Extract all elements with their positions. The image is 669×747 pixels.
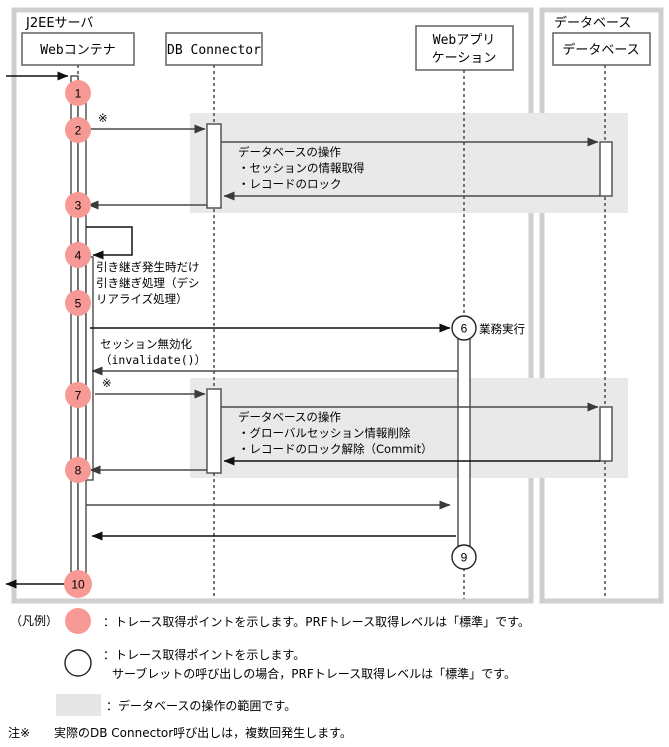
note-handover-line-3: リアライズ処理） bbox=[96, 292, 188, 306]
trace-point-3: 3 bbox=[65, 192, 91, 218]
activation-dbconnector-1 bbox=[206, 123, 222, 209]
trace-point-8-number: 8 bbox=[75, 464, 82, 478]
trace-point-4: 4 bbox=[65, 242, 91, 268]
activation-database-2 bbox=[599, 406, 613, 462]
label-business-exec: 業務実行 bbox=[479, 322, 525, 336]
activation-webcontainer-outer bbox=[70, 75, 79, 585]
note-invalidate-line-1: セッション無効化 bbox=[100, 337, 192, 351]
db-operation-1-title: データベースの操作 bbox=[238, 145, 341, 159]
trace-point-6-number: 6 bbox=[461, 322, 468, 336]
trace-point-7: 7 bbox=[65, 382, 91, 408]
trace-point-3-number: 3 bbox=[75, 199, 82, 213]
trace-point-8: 8 bbox=[65, 457, 91, 483]
db-operation-1-item-1: ・セッションの情報取得 bbox=[238, 161, 365, 175]
legend-gray-box-icon bbox=[56, 694, 101, 716]
note-handover-line-2: 引き継ぎ処理（デシ bbox=[96, 276, 200, 290]
lifeline-label-database: データベース bbox=[562, 42, 639, 58]
trace-point-2: 2 bbox=[65, 117, 91, 143]
lifeline-head-dbconnector bbox=[165, 32, 263, 66]
note-mark-step7: ※ bbox=[102, 376, 112, 390]
activation-database-1 bbox=[599, 141, 613, 197]
trace-point-10-number: 10 bbox=[71, 578, 85, 592]
note-invalidate-line-2: （invalidate()） bbox=[100, 353, 206, 367]
note-handover-line-1: 引き継ぎ発生時だけ bbox=[96, 260, 200, 274]
legend-entry-1-line-1: ：トレース取得ポイントを示します。PRFトレース取得レベルは「標準」です。 bbox=[103, 614, 530, 629]
trace-point-7-number: 7 bbox=[75, 389, 82, 403]
lifeline-label-dbconnector: DB Connector bbox=[167, 43, 261, 58]
legend-title: （凡例） bbox=[10, 614, 58, 628]
message-4-self-call bbox=[86, 226, 133, 260]
trace-point-6: 6 bbox=[451, 315, 477, 341]
frame-j2ee-server-label: J2EEサーバ bbox=[25, 16, 93, 31]
activation-webcontainer-nested bbox=[85, 256, 94, 481]
legend-entry-3-line-1: ：データベースの操作の範囲です。 bbox=[106, 698, 296, 713]
trace-point-4-number: 4 bbox=[75, 249, 82, 263]
db-operation-1-item-2: ・レコードのロック bbox=[238, 177, 342, 191]
activation-dbconnector-2 bbox=[206, 388, 222, 474]
db-operation-2-item-2: ・レコードのロック解除（Commit） bbox=[238, 442, 433, 456]
legend-footnote-text: 実際のDB Connector呼び出しは，複数回発生します。 bbox=[54, 725, 352, 740]
lifeline-label-webapp-line1: Webアプリ bbox=[433, 33, 495, 48]
lifeline-head-webcontainer bbox=[21, 32, 135, 66]
legend-entry-2-line-2: サーブレットの呼び出しの場合，PRFトレース取得レベルは「標準」です。 bbox=[112, 666, 516, 681]
trace-point-5: 5 bbox=[65, 290, 91, 316]
db-operation-2-title: データベースの操作 bbox=[238, 410, 341, 424]
db-operation-2-item-1: ・グローバルセッション情報削除 bbox=[238, 426, 411, 440]
trace-point-9-number: 9 bbox=[461, 551, 468, 565]
trace-point-5-number: 5 bbox=[75, 297, 82, 311]
legend-entry-2-line-1: ：トレース取得ポイントを示します。 bbox=[103, 647, 305, 662]
note-mark-step2: ※ bbox=[98, 111, 108, 125]
lifeline-label-webcontainer: Webコンテナ bbox=[40, 43, 115, 58]
trace-point-10: 10 bbox=[64, 570, 92, 598]
frame-database-label: データベース bbox=[554, 15, 631, 31]
lifeline-head-database bbox=[552, 32, 651, 66]
activation-webapp bbox=[457, 327, 471, 558]
trace-point-2-number: 2 bbox=[75, 124, 82, 138]
frame-j2ee-server bbox=[11, 7, 534, 604]
legend-pink-circle-icon bbox=[65, 608, 91, 634]
frame-database bbox=[539, 7, 664, 604]
activation-webcontainer-inner bbox=[77, 87, 87, 585]
trace-point-1-number: 1 bbox=[75, 87, 82, 101]
trace-point-9: 9 bbox=[451, 544, 477, 570]
legend-footnote-mark: 注※ bbox=[8, 725, 30, 740]
trace-point-1: 1 bbox=[65, 80, 91, 106]
lifeline-label-webapp-line2: ケーション bbox=[432, 51, 497, 66]
legend-white-circle-icon bbox=[64, 649, 92, 677]
